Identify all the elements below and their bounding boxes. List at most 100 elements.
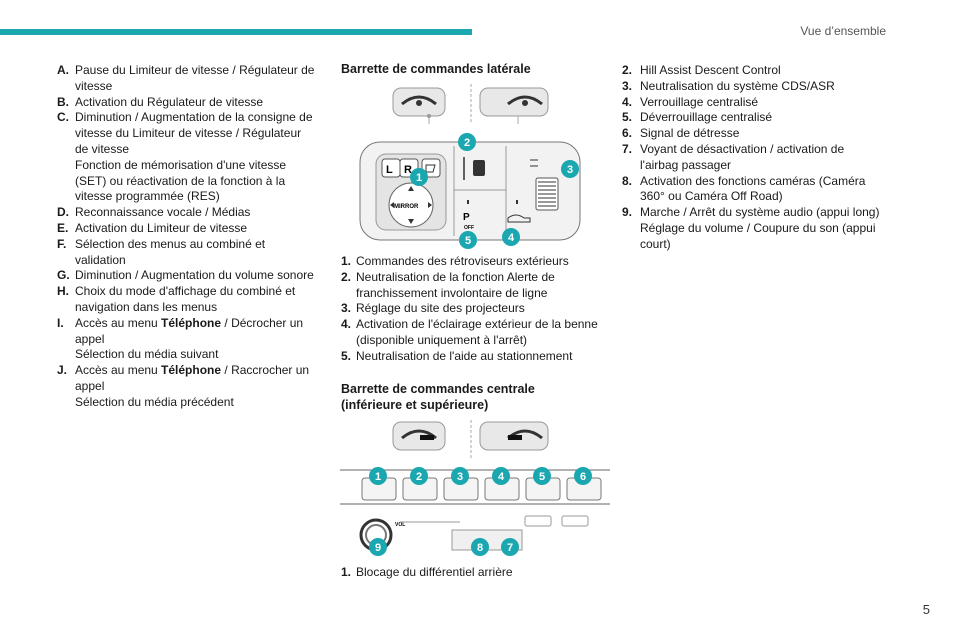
item-key: 3.: [622, 78, 633, 93]
item-text: Accès au menu: [75, 315, 162, 330]
steering-right-icon: [479, 87, 549, 124]
list-item: 7.Voyant de désactivation / activation d…: [622, 142, 892, 174]
item-key: 5.: [341, 348, 352, 363]
item-text: Neutralisation du système CDS/ASR: [640, 78, 835, 93]
central-controls-list-continued: 2. Hill Assist Descent Control 3. Neutralis…: [622, 63, 892, 253]
item-text: Diminution / Augmentation de la consigne…: [75, 110, 313, 125]
item-text: / Décrocher un: [221, 315, 304, 330]
callout-number: 4: [498, 471, 505, 483]
callout-number: 1: [375, 471, 381, 483]
item-text: Sélection du média précédent: [75, 394, 234, 409]
callout-number: 5: [539, 471, 545, 483]
item-text: vitesse programmée (RES): [75, 189, 220, 204]
item-key: H.: [57, 284, 69, 299]
item-key: C.: [57, 110, 69, 125]
callout-badge: 3: [451, 467, 469, 485]
list-item: 1. Commandes des rétroviseurs extérieurs: [341, 254, 611, 270]
section-title: Vue d’ensemble: [800, 24, 886, 38]
item-text: navigation dans les menus: [75, 299, 218, 314]
accent-bar: [0, 29, 472, 35]
callout-badge: 5: [533, 467, 551, 485]
item-key: 7.: [622, 141, 633, 156]
list-item: 1.Blocage du différentiel arrière: [341, 565, 611, 581]
callout-badge: 2: [410, 467, 428, 485]
item-text: Activation du Régulateur de vitesse: [75, 94, 264, 109]
item-text: Sélection du média suivant: [75, 347, 219, 362]
item-key: I.: [57, 315, 64, 330]
callout-number: 2: [416, 471, 422, 483]
item-text: Réglage du volume / Coupure du son (appu…: [640, 220, 876, 235]
central-list: 1.Blocage du différentiel arrière: [341, 565, 611, 581]
item-key: 2.: [622, 63, 633, 77]
item-text: franchissement involontaire de ligne: [356, 285, 548, 300]
list-item: D. Reconnaissance vocale / Médias: [57, 205, 327, 221]
item-key: 1.: [341, 565, 352, 579]
item-text: Commandes des rétroviseurs extérieurs: [356, 254, 569, 268]
item-text: Hill Assist Descent Control: [640, 63, 781, 77]
callout-badge: 1: [369, 467, 387, 485]
list-item: 2. Neutralisation de la fonction Alerte d…: [341, 270, 611, 302]
item-text: 360° ou Caméra Off Road): [640, 189, 783, 204]
central-heading-line: Barrette de commandes centrale: [341, 382, 535, 396]
item-text: Verrouillage centralisé: [640, 94, 759, 109]
lateral-heading: Barrette de commandes latérale: [341, 62, 531, 76]
list-item-j: J. Accès au menu Téléphone / Raccrocher …: [57, 363, 327, 410]
item-text: vitesse: [75, 78, 113, 93]
list-item: A.Pause du Limiteur de vitesse / Régulat…: [57, 63, 327, 95]
item-text: Déverrouillage centralisé: [640, 110, 773, 125]
item-text: Neutralisation de la fonction Alerte de: [356, 269, 555, 284]
item-key: 8.: [622, 173, 633, 188]
callout-badge: 6: [574, 467, 592, 485]
item-key: 2.: [341, 269, 352, 284]
item-key: 4.: [341, 317, 352, 332]
item-text: l'airbag passager: [640, 157, 732, 172]
item-text: Marche / Arrêt du système audio (appui l…: [640, 205, 880, 220]
item-text: Réglage du site des projecteurs: [356, 301, 525, 316]
item-key: 6.: [622, 126, 633, 141]
mirror-left-label: L: [386, 164, 393, 176]
item-key: A.: [57, 63, 69, 77]
vol-label: VOL: [395, 522, 405, 528]
item-text: Choix du mode d'affichage du combiné et: [75, 284, 296, 299]
callout-number: 6: [580, 471, 586, 483]
callout-number: 4: [508, 232, 515, 244]
list-item: 3.Réglage du site des projecteurs: [341, 301, 611, 317]
callout-number: 2: [464, 137, 470, 149]
item-text: vitesse du Limiteur de vitesse / Régulat…: [75, 126, 302, 141]
item-text: (SET) ou réactivation de la fonction à l…: [75, 173, 286, 188]
item-text: Fonction de mémorisation d'une vitesse: [75, 157, 287, 172]
list-item: H. Choix du mode d'affichage du combiné …: [57, 284, 327, 316]
park-off-label: OFF: [464, 225, 474, 231]
item-key: 1.: [341, 254, 352, 268]
list-item: B.Activation du Régulateur de vitesse: [57, 95, 327, 111]
list-item: 5.Déverrouillage centralisé: [622, 110, 892, 126]
list-item: 4.Activation de l'éclairage extérieur de…: [341, 317, 611, 349]
item-text: de vitesse: [75, 141, 130, 156]
item-key: E.: [57, 220, 69, 235]
item-text: / Raccrocher un: [221, 363, 310, 378]
button-row: [361, 477, 602, 501]
list-item-i: I. Accès au menu Téléphone / Décrocher u…: [57, 316, 327, 363]
item-text: Reconnaissance vocale / Médias: [75, 205, 251, 220]
callout-number: 5: [465, 235, 471, 247]
callout-badge: 5: [459, 231, 477, 249]
item-key: J.: [57, 363, 68, 378]
page-number: 5: [922, 602, 930, 617]
list-item: 8.Activation des fonctions caméras (Camé…: [622, 174, 892, 206]
item-text: Diminution / Augmentation du volume sono…: [75, 268, 314, 283]
steering-right-icon: [479, 421, 549, 451]
item-text: appel: [75, 378, 105, 393]
callout-number: 3: [567, 164, 573, 176]
steering-left-icon: [392, 421, 446, 451]
list-item: 2. Hill Assist Descent Control: [622, 63, 892, 79]
central-heading-line: (inférieure et supérieure): [341, 398, 489, 412]
item-key: D.: [57, 205, 69, 220]
list-item: 5.Neutralisation de l'aide au stationnem…: [341, 349, 611, 365]
callout-badge: 8: [471, 538, 489, 556]
item-bold: Téléphone: [161, 315, 222, 330]
lateral-list: 1. Commandes des rétroviseurs extérieurs 2…: [341, 254, 611, 365]
item-key: 9.: [622, 205, 633, 220]
item-text: (disponible uniquement à l'arrêt): [356, 332, 528, 347]
